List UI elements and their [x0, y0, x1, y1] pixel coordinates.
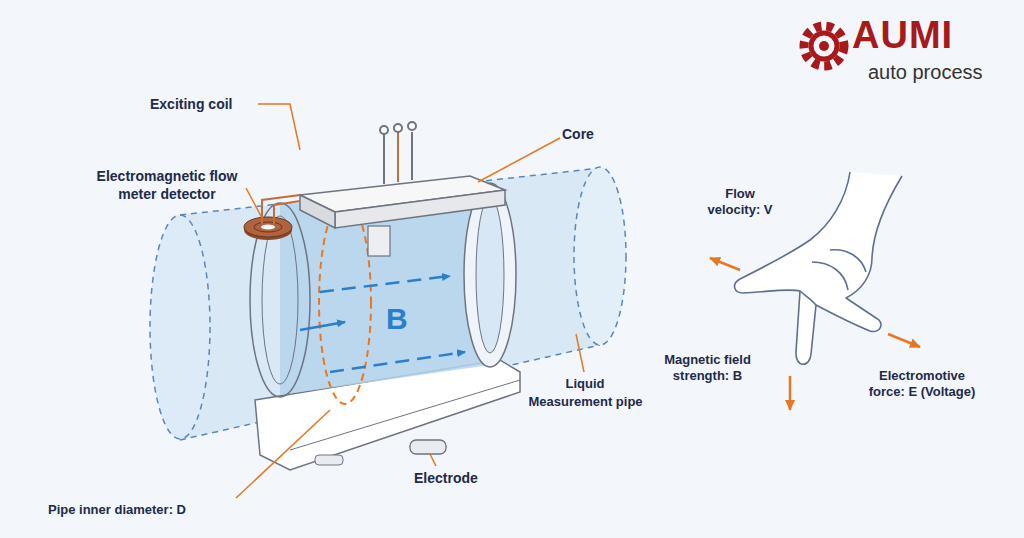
logo-wordmark: AUMI [852, 16, 1012, 54]
flange-left-inner [262, 216, 298, 384]
flange-right-inner [476, 197, 504, 353]
exciting-coil-symbol [244, 195, 300, 240]
vector-label: Flow velocity: V [700, 186, 780, 219]
core-pole [368, 226, 390, 256]
part-label: Liquid [545, 376, 625, 392]
logo-tagline: auto process [868, 60, 1018, 85]
terminal-wires [380, 122, 416, 184]
electrode-symbol [410, 440, 446, 454]
part-label: Core [562, 126, 622, 144]
part-label: Electrode [414, 470, 504, 488]
part-label: Exciting coil [150, 96, 260, 114]
field-arrow [330, 352, 465, 372]
vector-label: Electromotive force: E (Voltage) [862, 368, 982, 401]
vector-label: Magnetic field strength: B [650, 352, 765, 385]
pipe-right-end [574, 167, 626, 345]
emf-arrow [888, 334, 920, 347]
right-hand-rule [735, 172, 902, 364]
dimension-label: Pipe inner diameter: D [48, 502, 238, 518]
leader-lines [236, 104, 584, 498]
field-arrow-rule [789, 376, 792, 410]
diameter-ring [319, 200, 371, 404]
field-symbol: B [386, 300, 426, 338]
part-label: Measurement pipe [518, 394, 653, 410]
logo-gear [804, 26, 844, 66]
core-side [300, 195, 335, 228]
flange-right [464, 183, 516, 367]
part-label: Electromagnetic flow meter detector [88, 168, 246, 203]
pipe-left-end [150, 215, 210, 439]
electrode-symbol [315, 455, 343, 465]
field-arrow [300, 322, 345, 330]
core-front [335, 190, 505, 228]
field-arrow [320, 276, 450, 292]
velocity-arrow [710, 258, 740, 270]
